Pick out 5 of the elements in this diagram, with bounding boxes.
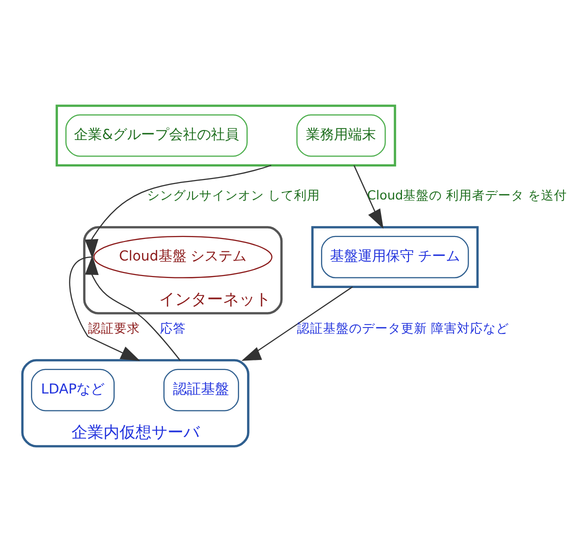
edge-label: Cloud基盤の 利用者データ を送付	[367, 188, 568, 203]
edge-label: 応答	[160, 320, 186, 336]
edge-label: 認証要求	[88, 320, 140, 336]
edge-label: 認証基盤のデータ更新 障害対応など	[296, 320, 510, 336]
edge-label: シングルサインオン して利用	[146, 188, 320, 203]
